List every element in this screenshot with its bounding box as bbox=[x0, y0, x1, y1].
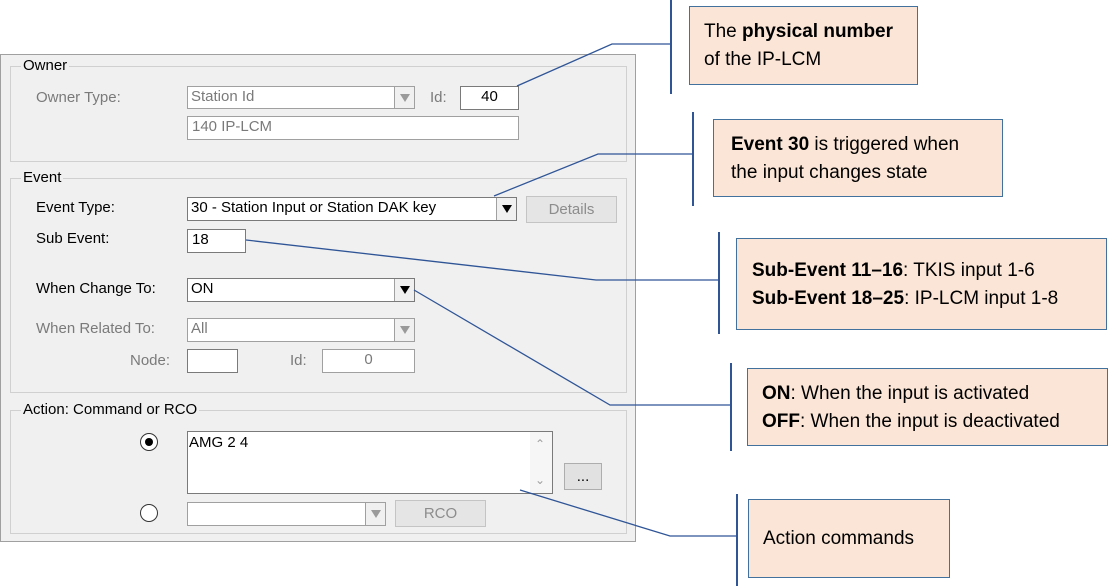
event30-line2: the input changes state bbox=[731, 162, 928, 183]
chevron-down-icon bbox=[394, 319, 414, 341]
onoff-l2-post: : When the input is deactivated bbox=[800, 411, 1060, 432]
physical-post: of the IP-LCM bbox=[704, 49, 822, 70]
subevent-l2-post: : IP-LCM input 1-8 bbox=[904, 288, 1059, 309]
owner-group-title: Owner bbox=[21, 57, 70, 74]
connector-physical bbox=[516, 43, 672, 87]
owner-group: Owner bbox=[10, 57, 627, 162]
when-related-value: All bbox=[191, 320, 208, 337]
callout-subevent: Sub-Event 11–16: TKIS input 1-6 Sub-Even… bbox=[736, 238, 1107, 330]
owner-type-select: Station Id bbox=[187, 86, 415, 109]
when-change-value: ON bbox=[191, 280, 214, 297]
bracket-onoff bbox=[730, 363, 732, 451]
physical-pre: The bbox=[704, 21, 743, 42]
when-change-label: When Change To: bbox=[36, 280, 156, 297]
event-group-title: Event bbox=[21, 169, 64, 186]
subevent-l1-bold: Sub-Event 11–16 bbox=[752, 260, 904, 281]
event-type-label: Event Type: bbox=[36, 199, 115, 216]
connector-onoff bbox=[413, 289, 732, 406]
command-radio[interactable] bbox=[140, 433, 158, 451]
rco-button[interactable]: RCO bbox=[395, 500, 486, 527]
onoff-l2-bold: OFF bbox=[762, 411, 800, 432]
subevent-l1-post: : TKIS input 1-6 bbox=[903, 260, 1035, 281]
connector-event30 bbox=[493, 153, 694, 197]
memo-scrollbar[interactable]: ⌃ ⌄ bbox=[530, 432, 552, 493]
event-id-field[interactable]: 0 bbox=[322, 349, 415, 373]
rco-radio[interactable] bbox=[140, 504, 158, 522]
event30-bold: Event 30 bbox=[731, 134, 810, 155]
subevent-l2-bold: Sub-Event 18–25 bbox=[752, 288, 905, 309]
event-dialog: Owner Owner Type: Station Id Id: 40 140 … bbox=[0, 54, 636, 542]
owner-name-field: 140 IP-LCM bbox=[187, 116, 519, 140]
owner-type-value: Station Id bbox=[191, 88, 255, 105]
event30-post: is triggered when bbox=[809, 134, 960, 155]
when-related-label: When Related To: bbox=[36, 320, 155, 337]
ellipsis-button[interactable]: ... bbox=[564, 463, 602, 490]
onoff-l1-bold: ON bbox=[762, 383, 791, 404]
physical-bold: physical number bbox=[742, 21, 894, 42]
chevron-up-icon[interactable]: ⌃ bbox=[535, 437, 546, 451]
bracket-subevent bbox=[718, 232, 720, 334]
owner-id-label: Id: bbox=[430, 89, 447, 106]
action-group-title: Action: Command or RCO bbox=[21, 401, 200, 418]
event-group: Event bbox=[10, 169, 627, 393]
callout-event30: Event 30 is triggered when the input cha… bbox=[713, 119, 1003, 197]
when-related-select: All bbox=[187, 318, 415, 342]
chevron-down-icon[interactable] bbox=[365, 503, 385, 525]
rco-select[interactable] bbox=[187, 502, 386, 526]
command-memo[interactable]: AMG 2 4 ⌃ ⌄ bbox=[187, 431, 553, 494]
action-group: Action: Command or RCO bbox=[10, 401, 627, 534]
node-label: Node: bbox=[130, 352, 171, 369]
event-type-select[interactable]: 30 - Station Input or Station DAK key bbox=[187, 197, 517, 221]
action-callout-text: Action commands bbox=[763, 528, 915, 549]
callout-onoff: ON: When the input is activated OFF: Whe… bbox=[747, 368, 1108, 446]
when-change-select[interactable]: ON bbox=[187, 278, 415, 302]
chevron-down-icon[interactable]: ⌄ bbox=[535, 473, 546, 487]
bracket-physical bbox=[670, 0, 672, 94]
details-button[interactable]: Details bbox=[526, 196, 617, 223]
node-field[interactable] bbox=[187, 349, 238, 373]
chevron-down-icon[interactable] bbox=[496, 198, 516, 220]
event-type-value: 30 - Station Input or Station DAK key bbox=[191, 199, 437, 216]
chevron-down-icon bbox=[394, 87, 414, 108]
command-value: AMG 2 4 bbox=[189, 434, 249, 451]
chevron-down-icon[interactable] bbox=[394, 279, 414, 301]
sub-event-label: Sub Event: bbox=[36, 230, 110, 247]
connector-action bbox=[519, 489, 738, 537]
bracket-event30 bbox=[692, 112, 694, 206]
callout-physical-number: The physical number of the IP-LCM bbox=[689, 6, 918, 85]
event-id-label: Id: bbox=[290, 352, 307, 369]
bracket-action bbox=[736, 494, 738, 586]
sub-event-field[interactable]: 18 bbox=[187, 229, 246, 253]
owner-id-field[interactable]: 40 bbox=[460, 86, 519, 110]
owner-type-label: Owner Type: bbox=[36, 89, 121, 106]
connector-subevent bbox=[245, 239, 720, 281]
callout-action-commands: Action commands bbox=[748, 499, 950, 578]
onoff-l1-post: : When the input is activated bbox=[790, 383, 1030, 404]
